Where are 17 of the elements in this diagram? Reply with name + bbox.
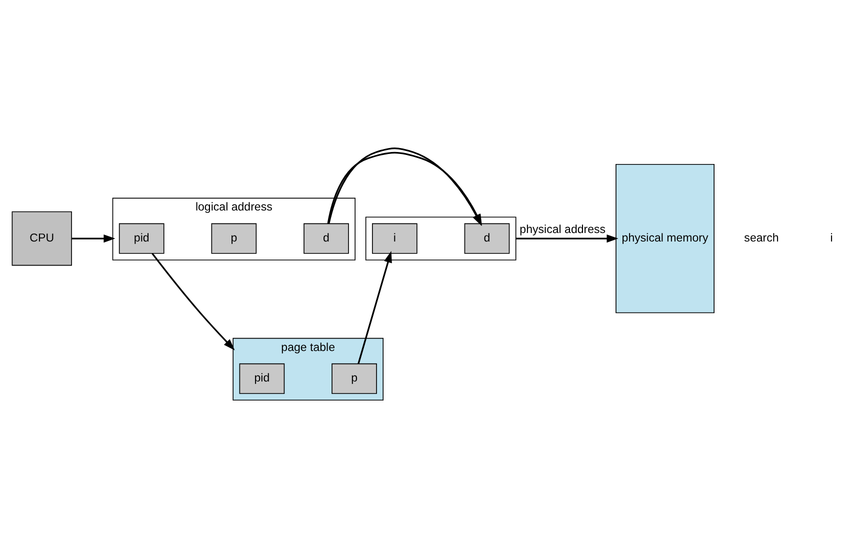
- label: search: [744, 232, 779, 244]
- node-box: physical memory: [616, 163, 714, 313]
- arrow: [152, 252, 235, 350]
- arrow: [358, 250, 392, 364]
- node-box: i: [372, 222, 418, 254]
- node-box: pid: [118, 222, 164, 254]
- cluster: [365, 216, 516, 260]
- node-box: p: [332, 362, 377, 394]
- node-box: d: [304, 222, 349, 254]
- edge-label: physical address: [520, 223, 606, 236]
- arrow: [72, 234, 116, 242]
- label: i: [830, 232, 833, 244]
- node-box: CPU: [12, 210, 72, 266]
- node-box: p: [211, 222, 257, 254]
- arrow: [516, 234, 618, 242]
- node-box: d: [464, 222, 510, 254]
- node-box: pid: [239, 362, 285, 394]
